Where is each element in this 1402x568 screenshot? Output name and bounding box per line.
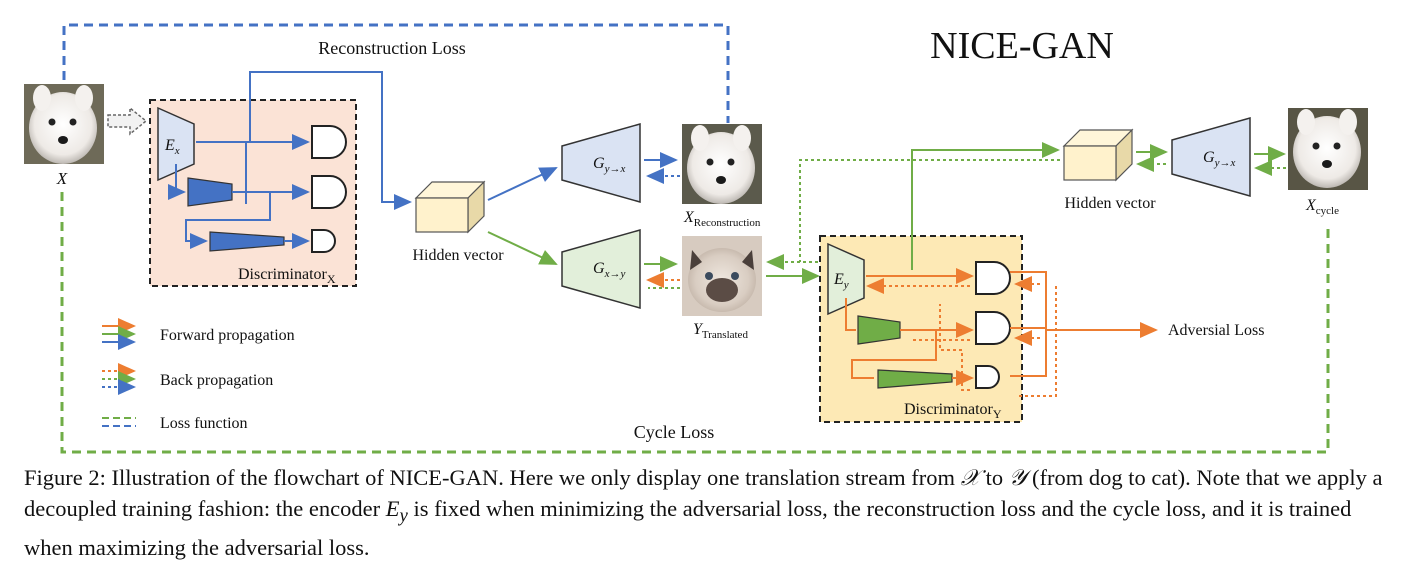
x-label: X xyxy=(56,169,68,188)
adversial-loss-label: Adversial Loss xyxy=(1168,322,1264,339)
generator-g-yx-top-shape xyxy=(561,123,641,203)
hidden-to-g-xy xyxy=(487,231,558,265)
disc-x-layer-1 xyxy=(187,177,233,207)
encoder-ex-shape xyxy=(157,106,195,182)
caption-math-ey: E xyxy=(385,496,400,521)
generator-g-yx-right-shape xyxy=(1171,117,1251,197)
disc-x-head-3 xyxy=(311,229,336,253)
x-cycle-label: Xcycle xyxy=(1305,197,1339,217)
flowchart-diagram: NICE-GAN Reconstruction Loss Cycle Loss … xyxy=(24,23,1368,454)
hidden-vector-left-label: Hidden vector xyxy=(412,247,504,264)
disc-y-layer-2 xyxy=(877,369,953,389)
dog-image-x xyxy=(24,84,104,164)
discriminator-x-label: DiscriminatorX xyxy=(238,266,336,286)
hidden-vector-right-label: Hidden vector xyxy=(1064,195,1156,212)
disc-x-layer-2 xyxy=(209,231,285,252)
y-translated-label: YTranslated xyxy=(693,321,748,341)
disc-y-back-arrows xyxy=(870,285,1057,397)
hidden-vector-cube-left xyxy=(414,180,486,234)
legend-forward: Forward propagation xyxy=(160,327,295,344)
caption-math-y: 𝒴 xyxy=(1008,465,1027,490)
hidden-vector-cube-right xyxy=(1062,128,1134,182)
encoder-ey-label: Ey xyxy=(833,271,849,291)
dog-image-cycle xyxy=(1288,108,1368,190)
caption-part-1: Figure 2: Illustration of the flowchart … xyxy=(24,465,961,490)
cycle-loss-label: Cycle Loss xyxy=(634,422,715,442)
disc-y-layer-1 xyxy=(857,315,901,345)
cat-image-translated xyxy=(682,236,762,316)
generator-g-yx-right-label: Gy→x xyxy=(1203,149,1235,169)
caption-part-3: (from dog to cat). Note that we apply a … xyxy=(24,465,1383,521)
legend: Forward propagation Back propagation Los… xyxy=(102,318,295,432)
generator-g-xy-shape xyxy=(561,229,641,309)
figure-caption: Figure 2: Illustration of the flowchart … xyxy=(24,462,1384,563)
cycle-loss-line xyxy=(60,192,1330,454)
caption-math-ey-sub: y xyxy=(399,505,408,527)
encoder-ey-shape xyxy=(827,242,865,316)
generator-g-xy-label: Gx→y xyxy=(593,260,625,280)
input-hollow-arrow xyxy=(107,106,148,136)
disc-y-outputs xyxy=(1010,271,1150,377)
reconstruction-loss-label: Reconstruction Loss xyxy=(318,38,465,58)
disc-y-head-2 xyxy=(975,311,1011,345)
cycle-back-path xyxy=(799,159,1060,262)
ex-to-hidden-path xyxy=(245,71,410,204)
disc-y-head-3 xyxy=(975,365,1000,389)
disc-x-head-2 xyxy=(311,175,347,209)
dog-image-reconstruction xyxy=(682,124,762,204)
caption-part-2: to xyxy=(980,465,1009,490)
hidden-to-g-yx xyxy=(487,167,558,201)
disc-y-forward-arrows xyxy=(845,275,970,379)
ey-to-hidden-right xyxy=(911,142,1060,270)
reconstruction-loss-line xyxy=(62,23,730,123)
legend-loss: Loss function xyxy=(160,415,248,432)
diagram-title: NICE-GAN xyxy=(930,25,1114,67)
discriminator-y-label: DiscriminatorY xyxy=(904,401,1002,421)
generator-g-yx-top-label: Gy→x xyxy=(593,155,625,175)
disc-y-head-1 xyxy=(975,261,1011,295)
legend-back: Back propagation xyxy=(160,372,273,389)
encoder-ex-label: Ex xyxy=(164,137,180,157)
x-reconstruction-label: XReconstruction xyxy=(683,209,761,229)
disc-x-head-1 xyxy=(311,125,347,159)
caption-math-x: 𝒳 xyxy=(960,465,980,490)
caption-part-4: is fixed when minimizing the adversarial… xyxy=(24,496,1352,560)
